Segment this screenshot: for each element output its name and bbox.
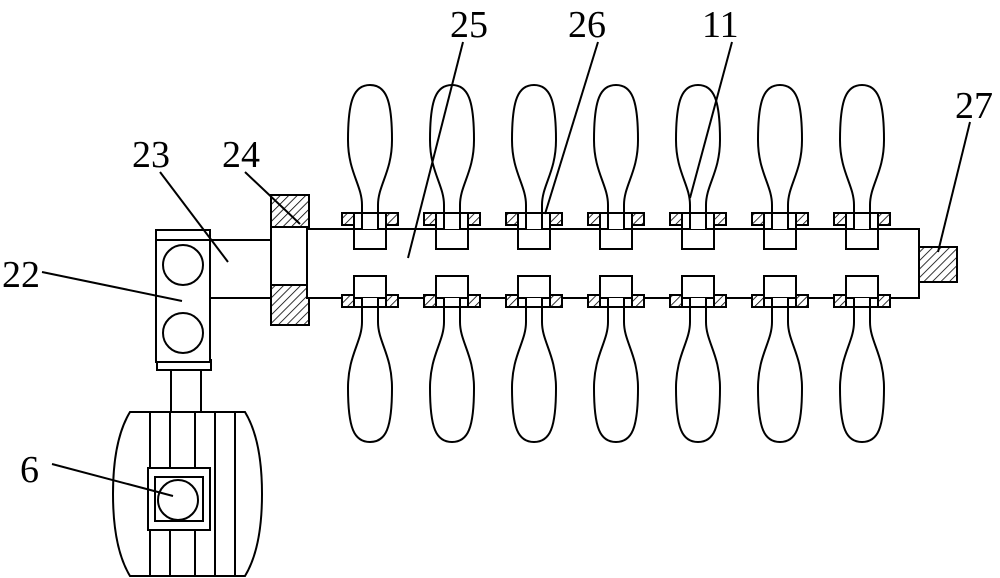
sleeve-flange (713, 212, 727, 226)
gearbox (155, 229, 211, 363)
blade-assembly (341, 83, 399, 444)
sleeve-flange (833, 212, 847, 226)
sleeve-flange (385, 294, 399, 308)
blade-assembly (669, 83, 727, 444)
label-26: 26 (568, 4, 606, 46)
sleeve-flange (713, 294, 727, 308)
blade-upper (510, 83, 558, 229)
leader-27 (937, 121, 971, 253)
gear-lower (162, 312, 204, 354)
leader-11 (689, 41, 733, 199)
sleeve-flange (341, 294, 355, 308)
leader-25 (407, 41, 464, 259)
labels: 25 26 11 27 23 24 22 6 (2, 4, 993, 491)
sleeve-flange (877, 212, 891, 226)
blade-assembly (751, 83, 809, 444)
sleeve-lower (517, 275, 551, 308)
blade-upper (838, 83, 886, 229)
leader-24 (244, 171, 301, 225)
sleeve-upper (681, 212, 715, 250)
label-25: 25 (450, 4, 488, 46)
sleeve-flange (423, 212, 437, 226)
sleeve-flange (423, 294, 437, 308)
blade-lower (756, 298, 804, 444)
sleeve-upper (763, 212, 797, 250)
leader-23 (159, 171, 229, 263)
blade-upper (428, 83, 476, 229)
label-23: 23 (132, 134, 170, 176)
sleeve-flange (669, 294, 683, 308)
motor-shaft (156, 359, 212, 413)
blade-lower (674, 298, 722, 444)
sleeve-lower (763, 275, 797, 308)
sleeve-flange (385, 212, 399, 226)
sleeve-flange (833, 294, 847, 308)
gear-upper (162, 244, 204, 286)
blade-lower (838, 298, 886, 444)
sleeve-flange (877, 294, 891, 308)
sleeve-lower (599, 275, 633, 308)
blade-lower (428, 298, 476, 444)
sleeve-flange (795, 294, 809, 308)
sleeve-lower (681, 275, 715, 308)
blade-group (341, 83, 891, 444)
blade-assembly (587, 83, 645, 444)
sleeve-upper (517, 212, 551, 250)
sleeve-lower (435, 275, 469, 308)
leader-6 (51, 463, 174, 497)
sleeve-flange (505, 294, 519, 308)
sleeve-flange (587, 294, 601, 308)
sleeve-lower (845, 275, 879, 308)
sleeve-flange (587, 212, 601, 226)
blade-lower (592, 298, 640, 444)
sleeve-flange (467, 294, 481, 308)
sleeve-flange (505, 212, 519, 226)
label-27: 27 (955, 85, 993, 127)
label-22: 22 (2, 254, 40, 296)
blade-assembly (505, 83, 563, 444)
label-24: 24 (222, 134, 260, 176)
label-6: 6 (20, 449, 39, 491)
end-stub (918, 246, 958, 283)
blade-upper (346, 83, 394, 229)
sleeve-flange (631, 212, 645, 226)
blade-assembly (833, 83, 891, 444)
bearing-flange (270, 194, 310, 326)
motor (111, 411, 264, 577)
sleeve-flange (549, 212, 563, 226)
blade-lower (510, 298, 558, 444)
leader-26 (544, 41, 599, 215)
sleeve-flange (751, 212, 765, 226)
label-11: 11 (702, 4, 739, 46)
leader-22 (41, 271, 183, 302)
sleeve-upper (435, 212, 469, 250)
main-shaft (306, 228, 920, 299)
blade-upper (674, 83, 722, 229)
blade-assembly (423, 83, 481, 444)
sleeve-flange (795, 212, 809, 226)
sleeve-flange (751, 294, 765, 308)
blade-upper (592, 83, 640, 229)
sleeve-upper (599, 212, 633, 250)
blade-lower (346, 298, 394, 444)
sleeve-upper (845, 212, 879, 250)
sleeve-flange (341, 212, 355, 226)
leader-lines (41, 41, 971, 497)
sleeve-flange (467, 212, 481, 226)
motor-output-shaft (157, 479, 199, 521)
sleeve-lower (353, 275, 387, 308)
sleeve-flange (669, 212, 683, 226)
sleeve-flange (549, 294, 563, 308)
sleeve-flange (631, 294, 645, 308)
sleeve-upper (353, 212, 387, 250)
blade-upper (756, 83, 804, 229)
